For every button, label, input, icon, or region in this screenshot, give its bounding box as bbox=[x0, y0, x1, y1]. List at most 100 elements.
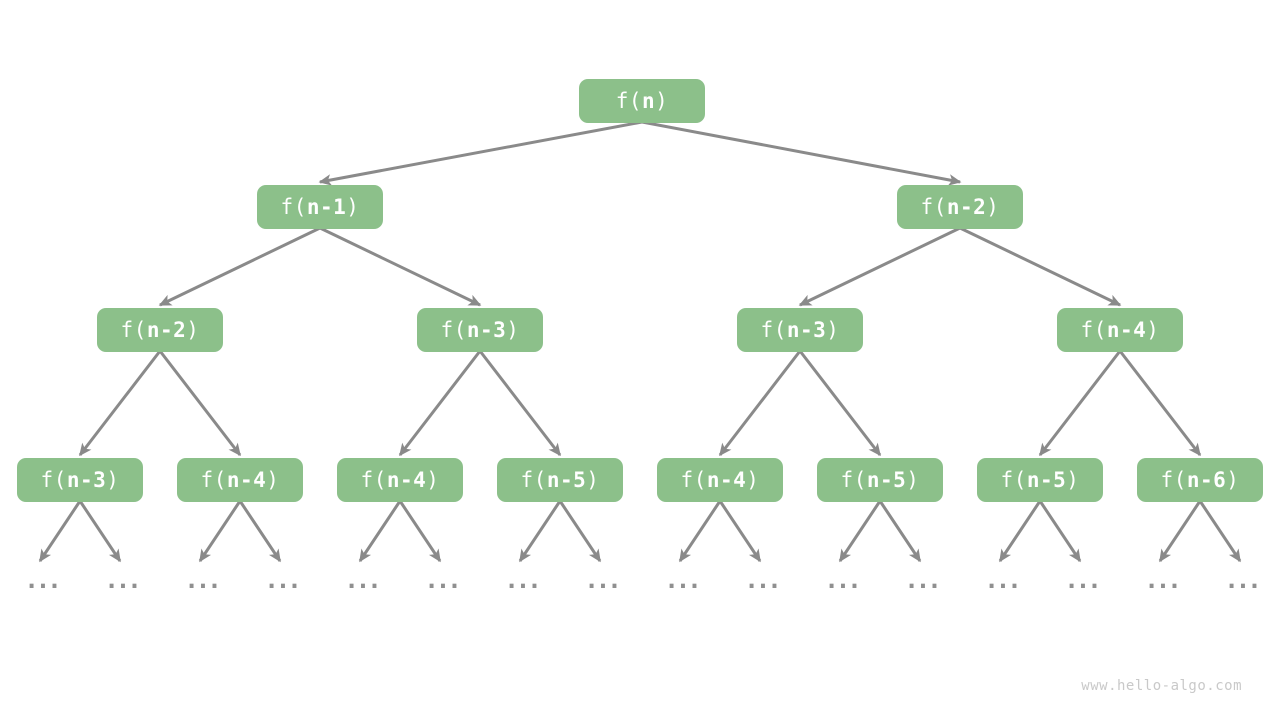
edge-arrow bbox=[198, 500, 242, 563]
edge-arrow bbox=[518, 500, 562, 563]
node-label-part: ) bbox=[906, 468, 920, 492]
edge-arrow bbox=[558, 500, 602, 563]
edge-arrow bbox=[398, 350, 482, 457]
edge-arrow bbox=[318, 120, 643, 186]
edge-arrow bbox=[78, 350, 162, 457]
edge-arrow bbox=[998, 500, 1042, 563]
node-label-part: ) bbox=[1066, 468, 1080, 492]
ellipsis: ... bbox=[584, 566, 621, 594]
node-label-part: n-4 bbox=[1106, 318, 1147, 342]
edge-arrow bbox=[38, 500, 82, 563]
node-label-part: f( bbox=[1160, 468, 1187, 492]
node-label-part: f( bbox=[200, 468, 227, 492]
edge-arrow bbox=[959, 226, 1122, 307]
node-label-part: f( bbox=[840, 468, 867, 492]
ellipsis: ... bbox=[184, 566, 221, 594]
tree-node-f-n-3: f(n-3) bbox=[737, 308, 863, 352]
node-label-part: n-6 bbox=[1186, 468, 1227, 492]
edge-arrow bbox=[1038, 500, 1082, 563]
edge-arrow bbox=[478, 350, 562, 457]
node-label-part: n-4 bbox=[386, 468, 427, 492]
node-label-part: ) bbox=[1146, 318, 1160, 342]
node-label-part: f( bbox=[120, 318, 147, 342]
node-label-part: ) bbox=[426, 468, 440, 492]
node-label-part: ) bbox=[986, 195, 1000, 219]
node-label-part: f( bbox=[615, 89, 642, 113]
edge-arrow bbox=[838, 500, 882, 563]
node-label-part: n bbox=[641, 89, 656, 113]
ellipsis: ... bbox=[824, 566, 861, 594]
tree-node-f-n-5: f(n-5) bbox=[817, 458, 943, 502]
ellipsis: ... bbox=[424, 566, 461, 594]
edge-arrow bbox=[358, 500, 402, 563]
node-label-part: ) bbox=[1226, 468, 1240, 492]
ellipsis: ... bbox=[1144, 566, 1181, 594]
node-label-part: n-5 bbox=[546, 468, 587, 492]
edge-arrow bbox=[319, 226, 482, 307]
node-label-part: ) bbox=[266, 468, 280, 492]
node-label-part: f( bbox=[920, 195, 947, 219]
edge-arrow bbox=[641, 120, 962, 186]
tree-node-f-n-4: f(n-4) bbox=[337, 458, 463, 502]
edge-arrow bbox=[1198, 500, 1242, 563]
node-label-part: n-5 bbox=[1026, 468, 1067, 492]
edge-arrow bbox=[678, 500, 722, 563]
edge-arrow bbox=[798, 350, 882, 457]
node-label-part: f( bbox=[40, 468, 67, 492]
ellipsis: ... bbox=[664, 566, 701, 594]
tree-node-f-n-1: f(n-1) bbox=[257, 185, 383, 229]
node-label-part: f( bbox=[760, 318, 787, 342]
node-label-part: n-2 bbox=[146, 318, 187, 342]
edge-arrow bbox=[78, 500, 122, 563]
node-label-part: ) bbox=[106, 468, 120, 492]
tree-node-f-n-3: f(n-3) bbox=[417, 308, 543, 352]
tree-node-f-n-3: f(n-3) bbox=[17, 458, 143, 502]
tree-node-f-n-4: f(n-4) bbox=[177, 458, 303, 502]
ellipsis: ... bbox=[744, 566, 781, 594]
watermark: www.hello-algo.com bbox=[1081, 678, 1242, 694]
node-label-part: f( bbox=[440, 318, 467, 342]
edge-arrow bbox=[878, 500, 922, 563]
node-label-part: ) bbox=[586, 468, 600, 492]
ellipsis: ... bbox=[264, 566, 301, 594]
node-label-part: ) bbox=[826, 318, 840, 342]
node-label-part: ) bbox=[506, 318, 520, 342]
tree-node-f-n-6: f(n-6) bbox=[1137, 458, 1263, 502]
tree-node-f-n: f(n) bbox=[579, 79, 705, 123]
ellipsis: ... bbox=[904, 566, 941, 594]
node-label-part: n-4 bbox=[226, 468, 267, 492]
node-label-part: ) bbox=[746, 468, 760, 492]
tree-node-f-n-5: f(n-5) bbox=[497, 458, 623, 502]
node-label-part: f( bbox=[1000, 468, 1027, 492]
ellipsis: ... bbox=[104, 566, 141, 594]
ellipsis: ... bbox=[984, 566, 1021, 594]
node-label-part: n-3 bbox=[786, 318, 827, 342]
node-label-part: f( bbox=[280, 195, 307, 219]
node-label-part: ) bbox=[186, 318, 200, 342]
tree-node-f-n-4: f(n-4) bbox=[657, 458, 783, 502]
node-label-part: n-4 bbox=[706, 468, 747, 492]
node-label-part: n-5 bbox=[866, 468, 907, 492]
tree-node-f-n-2: f(n-2) bbox=[97, 308, 223, 352]
edge-arrow bbox=[238, 500, 282, 563]
ellipsis: ... bbox=[24, 566, 61, 594]
edge-arrow bbox=[1038, 350, 1122, 457]
edge-arrow bbox=[398, 500, 442, 563]
node-label-part: n-1 bbox=[306, 195, 347, 219]
tree-node-f-n-2: f(n-2) bbox=[897, 185, 1023, 229]
edge-arrow bbox=[158, 350, 242, 457]
edge-arrow bbox=[1158, 500, 1202, 563]
node-label-part: f( bbox=[520, 468, 547, 492]
ellipsis: ... bbox=[344, 566, 381, 594]
edge-arrow bbox=[798, 226, 961, 307]
node-label-part: ) bbox=[655, 89, 669, 113]
node-label-part: n-3 bbox=[66, 468, 107, 492]
node-label-part: f( bbox=[360, 468, 387, 492]
node-label-part: n-2 bbox=[946, 195, 987, 219]
tree-node-f-n-4: f(n-4) bbox=[1057, 308, 1183, 352]
ellipsis: ... bbox=[1064, 566, 1101, 594]
tree-node-f-n-5: f(n-5) bbox=[977, 458, 1103, 502]
edge-arrow bbox=[158, 226, 321, 307]
edge-arrow bbox=[718, 500, 762, 563]
